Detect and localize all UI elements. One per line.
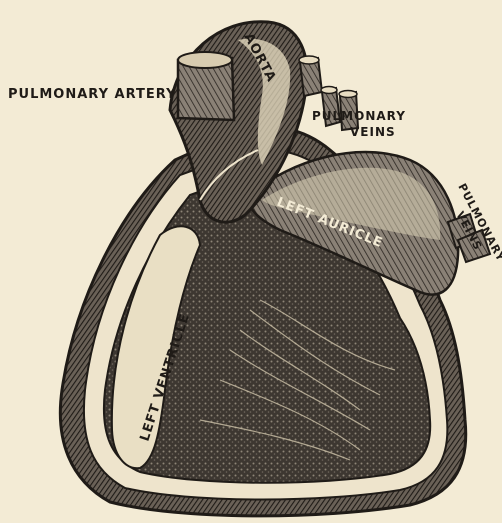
pulmonary-artery-opening [178, 52, 232, 68]
label-pulmonary-veins-top-line1: PULMONARY [312, 109, 406, 123]
label-pulmonary-veins-top-line2: VEINS [350, 125, 396, 139]
label-pulmonary-artery: PULMONARY ARTERY [8, 87, 176, 102]
